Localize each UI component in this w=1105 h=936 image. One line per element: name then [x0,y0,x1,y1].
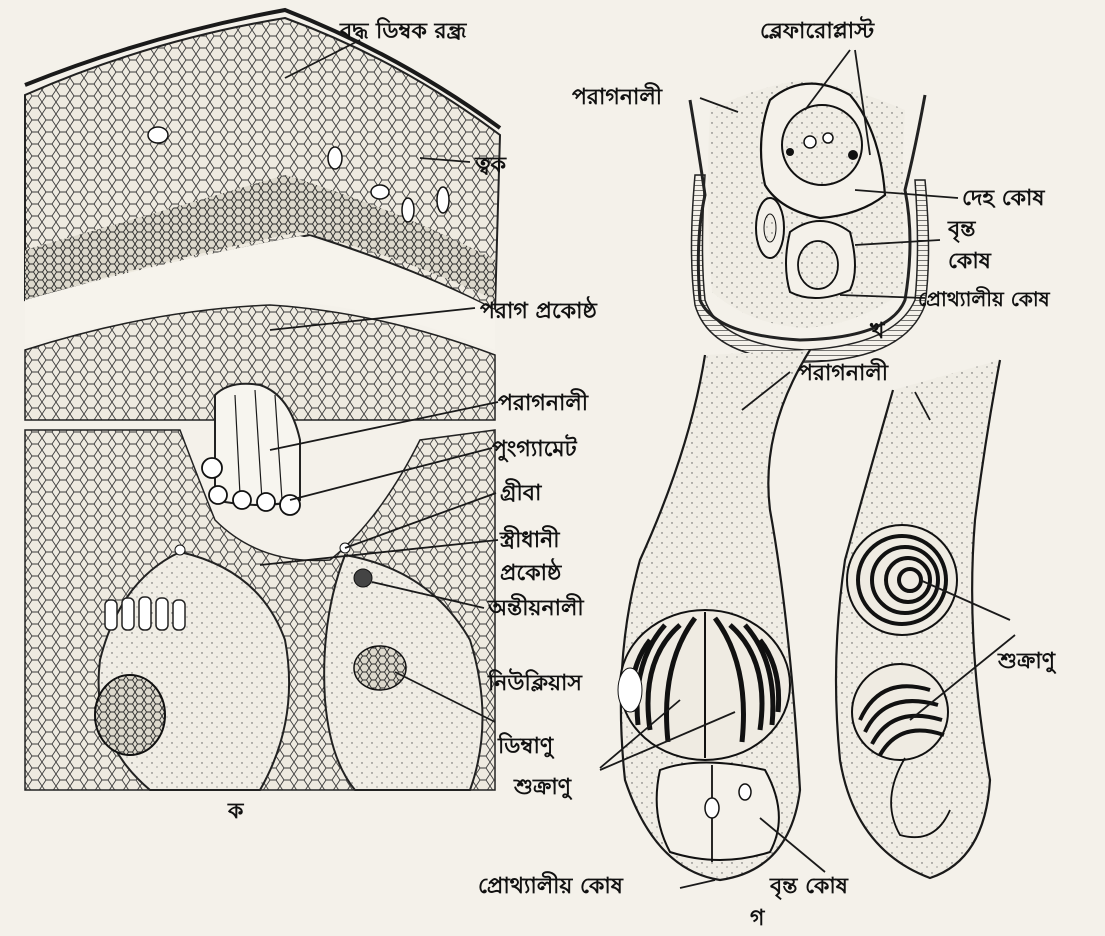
label-body-cell: দেহ কোষ [962,186,1045,211]
label-neck: গ্রীবা [500,478,543,506]
label-blepharoplast: ব্লেফারোপ্লাস্ট [760,16,875,44]
egg-nucleus-left [95,675,165,755]
label-stalk: বৃন্ত [947,217,976,243]
panel-label-b: খ [869,319,886,344]
blepharoplast-right [848,150,858,160]
label-sperm-right: শুক্রাণু [997,649,1057,675]
label-integument: ত্বক [474,153,508,178]
label-male-gamete: পুংগ্যামেট [492,434,578,463]
body-cell-nucleus [782,105,862,185]
label-closed-micropyle: বদ্ধ ডিম্বক রন্ধ্র [339,17,468,44]
label-nucleus: নিউক্লিয়াস [487,668,583,696]
panel-b [690,50,958,362]
panel-c [600,350,1015,888]
label-pollen-chamber: পরাগ প্রকোষ্ঠ [480,296,599,324]
label-egg: ডিম্বাণু [497,732,555,760]
label-stalk-cell-c: বৃন্ত কোষ [769,874,849,900]
sperm-right-lower [852,664,948,760]
label-pollen-tube-c-left: পরাগনালী [798,358,889,386]
panel-a [25,10,500,790]
egg-nucleus-right [354,646,406,690]
label-pollen-tube-a: পরাগনালী [498,388,589,416]
panel-label-a: ক [227,799,245,824]
panel-label-c: গ [750,906,766,931]
label-stalk-cell: কোষ [948,249,992,274]
neck-cell-left [175,545,185,555]
sperm-left-tube [618,610,790,760]
label-sperm-left: শুক্রাণু [513,775,573,801]
label-pollen-tube-b: পরাগনালী [572,82,663,110]
label-archegonium: স্ত্রীধানী [499,525,560,553]
label-prothallial-c: প্রোথ্যালীয় কোষ [478,871,624,899]
label-prothallial-b: প্রোথ্যালীয় কোষ [918,286,1051,311]
label-ventral-canal: অন্তীয়নালী [487,593,584,621]
sperm-right-upper [847,525,957,635]
label-chamber: প্রকোষ্ঠ [500,558,563,586]
blepharoplast-left [786,148,794,156]
ventral-canal-cell [354,569,372,587]
